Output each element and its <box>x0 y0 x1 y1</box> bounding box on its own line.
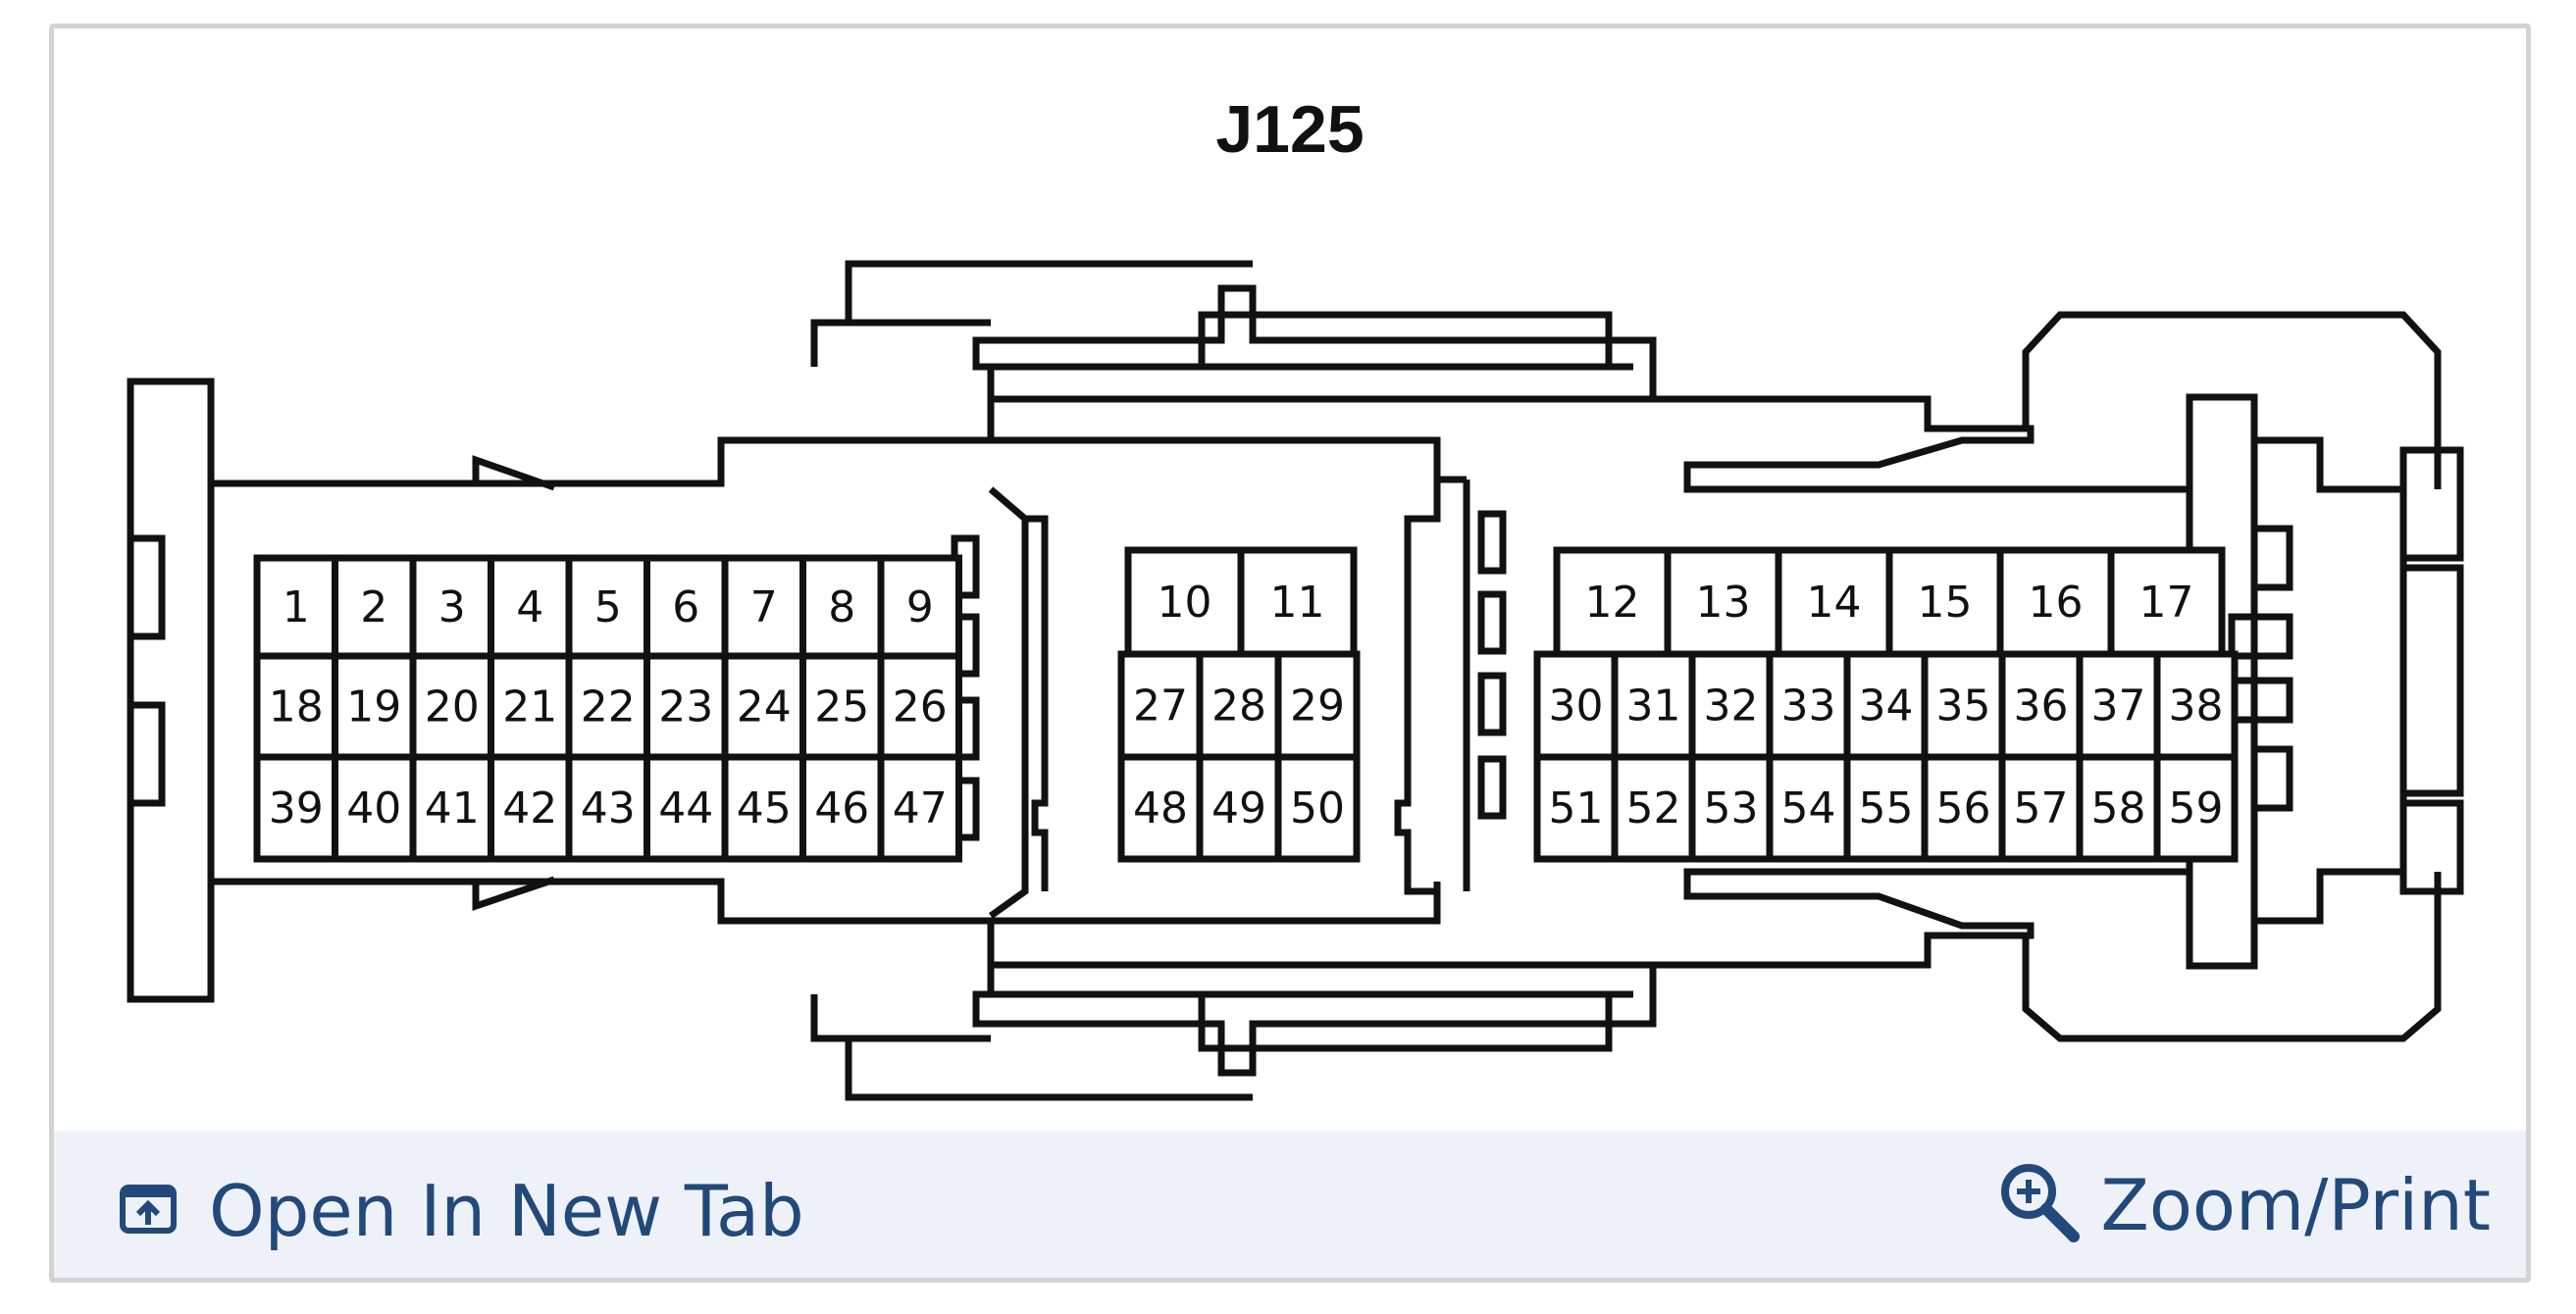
pin-label: 1 <box>283 582 310 632</box>
pin-label: 8 <box>828 582 855 632</box>
pin-cell <box>2076 753 2161 863</box>
pin-label: 24 <box>737 682 792 733</box>
pin-cell <box>565 652 650 761</box>
pin-label: 10 <box>1158 578 1212 628</box>
pin-cell <box>253 652 338 761</box>
pin-label: 31 <box>1626 682 1681 732</box>
pin-label: 12 <box>1585 578 1640 628</box>
pin-label: 48 <box>1133 783 1188 834</box>
pin-label: 55 <box>1859 783 1914 834</box>
pin-cell <box>409 652 494 761</box>
connector-diagram: J125 <box>54 28 2526 1131</box>
pin-cell <box>565 753 650 863</box>
pin-label: 36 <box>2014 682 2069 732</box>
pin-label: 44 <box>658 783 713 834</box>
pin-label: 11 <box>1270 578 1325 628</box>
pin-cell <box>253 753 338 863</box>
pin-label: 57 <box>2014 783 2069 834</box>
zoom-in-icon <box>1995 1158 2084 1251</box>
pin-cell <box>409 554 494 660</box>
pin-cell <box>644 753 729 863</box>
open-in-new-tab-icon <box>117 1178 180 1245</box>
pin-cell <box>877 753 962 863</box>
pin-cell <box>409 753 494 863</box>
pin-label: 42 <box>502 783 557 834</box>
pin-label: 6 <box>672 582 699 632</box>
pin-cell <box>1688 753 1774 863</box>
pin-label: 45 <box>737 783 792 834</box>
zoom-print-label: Zoom/Print <box>2100 1163 2491 1246</box>
pin-label: 7 <box>750 582 778 632</box>
pin-label: 16 <box>2029 578 2084 628</box>
pin-label: 9 <box>906 582 934 632</box>
diagram-title: J125 <box>1215 92 1365 167</box>
pin-cell <box>1274 753 1361 863</box>
pin-label: 51 <box>1549 783 1604 834</box>
pin-label: 30 <box>1549 682 1604 732</box>
pin-cell <box>1998 753 2084 863</box>
pin-label: 52 <box>1626 783 1681 834</box>
pin-label: 21 <box>502 682 557 733</box>
pin-label: 22 <box>581 682 636 733</box>
pin-label: 19 <box>346 682 401 733</box>
pin-label: 37 <box>2091 682 2146 732</box>
pin-label: 35 <box>1936 682 1991 732</box>
pin-cell <box>721 753 806 863</box>
connector-outline <box>127 260 2464 1101</box>
open-in-new-tab-label: Open In New Tab <box>209 1170 804 1252</box>
pin-label: 26 <box>893 682 948 733</box>
pin-label: 47 <box>893 783 948 834</box>
pin-label: 43 <box>581 783 636 834</box>
pin-cell <box>332 753 417 863</box>
pin-label: 15 <box>1918 578 1973 628</box>
pin-label: 29 <box>1290 682 1345 732</box>
open-in-new-tab-link[interactable]: Open In New Tab <box>117 1170 804 1252</box>
pin-label: 28 <box>1211 682 1266 732</box>
pin-cell <box>1274 650 1361 761</box>
pin-label: 32 <box>1704 682 1759 732</box>
pin-label: 58 <box>2091 783 2146 834</box>
pin-label: 59 <box>2169 783 2224 834</box>
pin-cell <box>1766 753 1851 863</box>
pin-label: 38 <box>2169 682 2224 732</box>
pin-label: 13 <box>1696 578 1751 628</box>
pin-label: 20 <box>425 682 480 733</box>
pin-label: 17 <box>2139 578 2194 628</box>
pin-label: 49 <box>1211 783 1266 834</box>
pin-label: 2 <box>360 582 387 632</box>
pin-label: 25 <box>814 682 869 733</box>
pin-label: 23 <box>658 682 713 733</box>
pin-cell <box>2153 650 2239 761</box>
pin-label: 27 <box>1133 682 1188 732</box>
pin-label: 5 <box>594 582 622 632</box>
pin-label: 33 <box>1781 682 1836 732</box>
zoom-print-link[interactable]: Zoom/Print <box>1995 1158 2491 1251</box>
pin-label: 53 <box>1704 783 1759 834</box>
pin-label: 56 <box>1936 783 1991 834</box>
pin-label: 14 <box>1807 578 1862 628</box>
pin-label: 46 <box>814 783 869 834</box>
pin-cell <box>721 652 806 761</box>
pin-cell <box>799 753 885 863</box>
pin-label: 4 <box>516 582 543 632</box>
pin-label: 3 <box>438 582 466 632</box>
pin-label: 54 <box>1781 783 1836 834</box>
pin-label: 18 <box>269 682 324 733</box>
pin-label: 39 <box>269 783 324 834</box>
pin-label: 40 <box>346 783 401 834</box>
pin-cell <box>2153 753 2239 863</box>
pin-cell <box>799 652 885 761</box>
image-card: J125 <box>49 24 2531 1283</box>
pin-label: 41 <box>425 783 480 834</box>
image-actions-bar: Open In New Tab Zoom/Print <box>54 1131 2526 1278</box>
pin-label: 50 <box>1290 783 1345 834</box>
pin-label: 34 <box>1859 682 1914 732</box>
pin-cell <box>332 554 417 660</box>
